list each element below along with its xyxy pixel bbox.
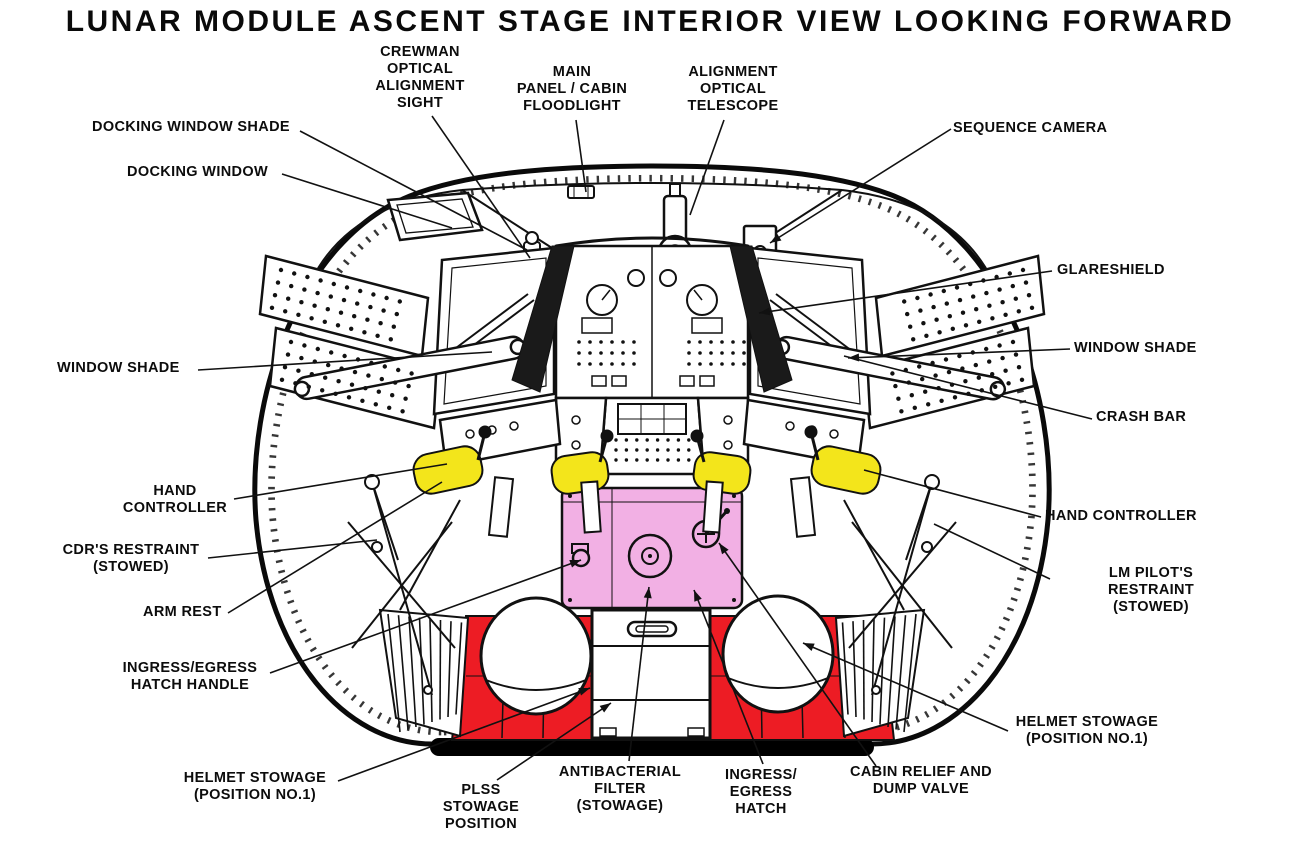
label-crash-bar: CRASH BAR xyxy=(1096,409,1187,425)
leader-line xyxy=(769,128,952,244)
leader-line xyxy=(689,119,725,216)
pulley xyxy=(924,474,940,490)
armrest-group xyxy=(412,425,882,538)
label-hand-controller-left: HAND CONTROLLER xyxy=(122,483,228,516)
label-arm-rest: ARM REST xyxy=(143,604,222,620)
label-lm-pilots-restraint-stowed: LM PILOT'S RESTRAINT (STOWED) xyxy=(1107,565,1195,615)
restraint-lattices xyxy=(347,474,957,696)
leader-line xyxy=(843,355,1093,420)
leader-line xyxy=(227,481,443,614)
hand-controller-stick-1 xyxy=(476,435,486,461)
armrest-yellow-right-outer xyxy=(810,445,882,495)
helmet-right xyxy=(721,594,835,714)
label-ingress-egress-hatch-handle: INGRESS/EGRESS HATCH HANDLE xyxy=(122,660,258,693)
hand-controller-stick-2 xyxy=(598,439,608,463)
label-sequence-camera: SEQUENCE CAMERA xyxy=(953,120,1108,136)
glareshield-wedge-right xyxy=(729,245,793,393)
leader-line xyxy=(233,463,448,500)
label-antibacterial-filter-stowage: ANTIBACTERIAL FILTER (STOWAGE) xyxy=(558,764,682,814)
helmet-left xyxy=(479,596,593,716)
label-alignment-optical-telescope: ALIGNMENT OPTICAL TELESCOPE xyxy=(687,64,779,114)
label-window-shade-right: WINDOW SHADE xyxy=(1074,340,1197,356)
leader-line xyxy=(847,348,1071,359)
label-helmet-stowage-right: HELMET STOWAGE (POSITION NO.1) xyxy=(1015,714,1159,747)
docking-window-shape xyxy=(386,191,484,242)
label-ingress-egress-hatch: INGRESS/ EGRESS HATCH xyxy=(724,767,798,817)
leader-line xyxy=(628,586,650,762)
label-window-shade-left: WINDOW SHADE xyxy=(57,360,180,376)
label-crewman-optical-alignment-sight: CREWMAN OPTICAL ALIGNMENT SIGHT xyxy=(375,44,465,111)
leader-line xyxy=(337,687,591,782)
leader-line xyxy=(496,702,612,781)
corrugation-lines xyxy=(387,613,917,733)
pulley xyxy=(364,474,380,490)
leader-line xyxy=(758,270,1053,314)
stowage-group xyxy=(479,594,835,740)
page-title: LUNAR MODULE ASCENT STAGE INTERIOR VIEW … xyxy=(65,5,1235,38)
leader-lines xyxy=(197,115,1093,782)
hatch-window xyxy=(627,533,673,579)
leader-line xyxy=(431,115,531,259)
floor-base-band xyxy=(430,738,874,756)
leader-line xyxy=(802,642,1009,732)
hand-controller-stick-4 xyxy=(810,435,820,461)
leader-line xyxy=(575,119,587,193)
label-main-panel-cabin-floodlight: MAIN PANEL / CABIN FLOODLIGHT xyxy=(516,64,628,114)
leader-line xyxy=(197,351,493,371)
leader-line xyxy=(299,130,528,251)
corrugated-wedges xyxy=(378,608,926,738)
plss-handle xyxy=(626,620,678,638)
leader-line xyxy=(863,469,1042,518)
floodlight-shape xyxy=(567,185,595,199)
leader-line xyxy=(207,539,378,559)
label-plss-stowage-position: PLSS STOWAGE POSITION xyxy=(442,782,520,832)
label-docking-window: DOCKING WINDOW xyxy=(127,164,269,180)
glareshield-wedge-left xyxy=(511,245,575,393)
leader-line xyxy=(718,542,877,767)
corrugated-right xyxy=(834,608,926,738)
label-helmet-stowage-left: HELMET STOWAGE (POSITION NO.1) xyxy=(183,770,327,803)
hand-controller-stick-3 xyxy=(696,439,706,463)
label-cdrs-restraint-stowed: CDR'S RESTRAINT (STOWED) xyxy=(62,542,200,575)
label-docking-window-shade: DOCKING WINDOW SHADE xyxy=(92,119,290,135)
leader-line xyxy=(281,173,453,229)
label-hand-controller-right: HAND CONTROLLER xyxy=(1045,508,1197,524)
breaker-dots xyxy=(269,267,1035,462)
leader-line xyxy=(693,589,764,765)
leader-line xyxy=(269,559,582,674)
armrest-yellow-left-outer xyxy=(412,445,484,495)
leader-line xyxy=(933,523,1051,580)
label-cabin-relief-and-dump-valve: CABIN RELIEF AND DUMP VALVE xyxy=(849,764,993,797)
shell-hatching xyxy=(268,174,1036,736)
label-glareshield: GLARESHIELD xyxy=(1057,262,1165,278)
